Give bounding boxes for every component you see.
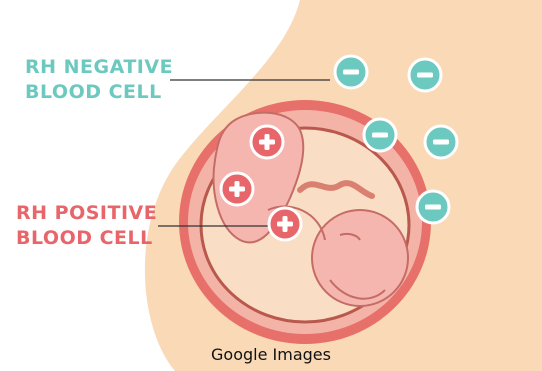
minus-circle-icon (417, 191, 449, 223)
rh-negative-label-line-1: RH NEGATIVE (25, 55, 173, 79)
rh-positive-label-line-1: RH POSITIVE (16, 201, 157, 225)
minus-circle-icon (335, 56, 367, 88)
plus-circle-icon (251, 126, 283, 158)
rh-positive-label-line-2: BLOOD CELL (16, 226, 153, 250)
rh-negative-label-line-2: BLOOD CELL (25, 80, 162, 104)
plus-circle-icon (221, 173, 253, 205)
image-caption: Google Images (0, 345, 542, 364)
minus-circle-icon (425, 126, 457, 158)
plus-circle-icon (269, 208, 301, 240)
minus-circle-icon (409, 59, 441, 91)
minus-circle-icon (364, 119, 396, 151)
